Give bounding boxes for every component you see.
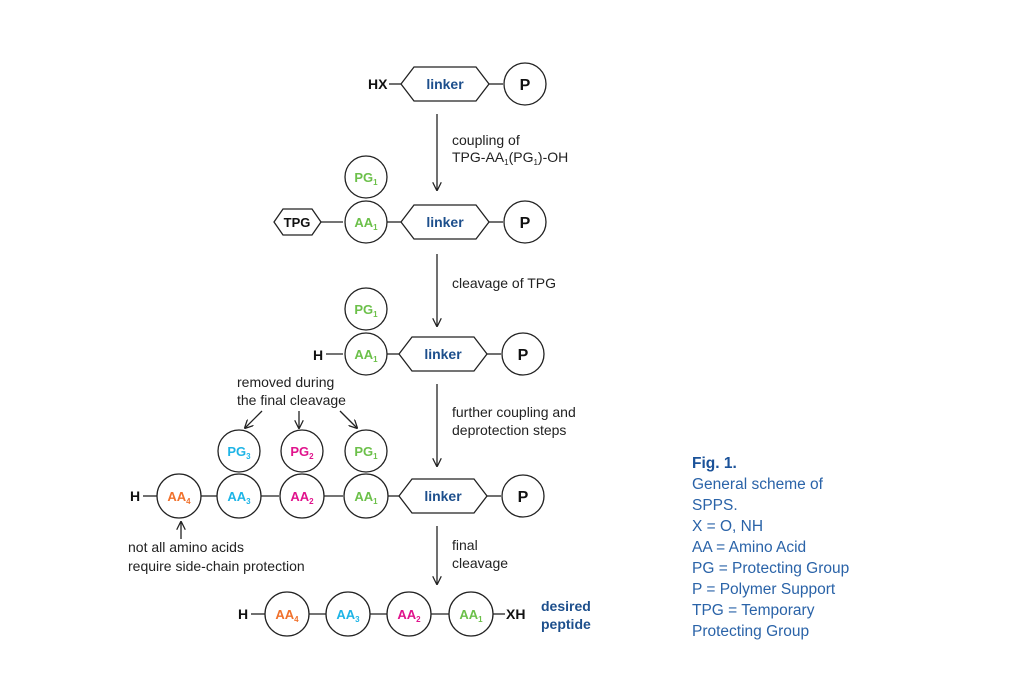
- note-removed-line1: removed during: [237, 374, 334, 390]
- desired-peptide-line2: peptide: [541, 616, 591, 632]
- polymer-support-label: P: [520, 215, 531, 232]
- row-h-aa1-resin: H PG1 AA1 linker P: [313, 287, 545, 376]
- pg2-circle: [280, 429, 324, 473]
- step-coupling-line1: coupling of: [452, 132, 520, 148]
- step-cleavage-tpg: cleavage of TPG: [452, 275, 556, 291]
- row-desired-peptide: H AA4 AA3 AA2 AA1 XH: [238, 591, 525, 637]
- caption-title: Fig. 1.: [692, 455, 737, 472]
- h-label: H: [238, 606, 248, 622]
- polymer-support-circle: [503, 62, 547, 106]
- pg1-label: PG1: [354, 444, 378, 461]
- polymer-support-label: P: [518, 347, 529, 364]
- caption-line: TPG = Temporary: [692, 602, 815, 619]
- desired-peptide-line1: desired: [541, 598, 591, 614]
- aa3-label: AA3: [336, 607, 360, 624]
- linker-label: linker: [426, 76, 464, 92]
- aa1-label: AA1: [354, 347, 378, 364]
- aa2-label: AA2: [397, 607, 421, 624]
- tpg-label: TPG: [284, 215, 311, 230]
- caption-line: P = Polymer Support: [692, 581, 836, 598]
- note-notall-line1: not all amino acids: [128, 539, 244, 555]
- row-tpg-aa1-resin: TPG PG1 AA1 linker P: [273, 155, 547, 244]
- hx-label: HX: [368, 76, 388, 92]
- row-full-protected-peptide: H AA4 PG3 AA3 PG2 AA2 PG1 AA1 linker: [130, 429, 545, 519]
- pg1-circle: [344, 287, 388, 331]
- caption-line: Protecting Group: [692, 623, 810, 640]
- step-further-line2: deprotection steps: [452, 422, 566, 438]
- row-start-resin: HX linker P: [368, 62, 547, 106]
- pg1-label: PG1: [354, 302, 378, 319]
- h-label: H: [313, 347, 323, 363]
- pg3-label: PG3: [227, 444, 251, 461]
- pg3-circle: [217, 429, 261, 473]
- caption-line: X = O, NH: [692, 518, 764, 535]
- pg1-circle: [344, 155, 388, 199]
- arrow-removed-pg1: [339, 410, 357, 428]
- step-further-line1: further coupling and: [452, 404, 576, 420]
- polymer-support-circle: [501, 474, 545, 518]
- aa1-label: AA1: [459, 607, 483, 624]
- step-final-line2: cleavage: [452, 555, 508, 571]
- caption-line: General scheme of: [692, 476, 823, 493]
- h-label: H: [130, 488, 140, 504]
- note-removed-line2: the final cleavage: [237, 392, 346, 408]
- polymer-support-circle: [501, 332, 545, 376]
- polymer-support-label: P: [518, 489, 529, 506]
- polymer-support-label: P: [520, 77, 531, 94]
- arrow-removed-pg3: [245, 410, 263, 428]
- pg1-circle: [344, 429, 388, 473]
- aa1-label: AA1: [354, 215, 378, 232]
- figure-caption: Fig. 1. General scheme of SPPS. X = O, N…: [692, 453, 992, 642]
- aa3-label: AA3: [227, 489, 251, 506]
- step-final-line1: final: [452, 537, 478, 553]
- linker-label: linker: [424, 346, 462, 362]
- caption-line: PG = Protecting Group: [692, 560, 850, 577]
- aa2-label: AA2: [290, 489, 314, 506]
- caption-line: AA = Amino Acid: [692, 539, 807, 556]
- linker-label: linker: [424, 488, 462, 504]
- xh-label: XH: [506, 606, 525, 622]
- caption-line: SPPS.: [692, 497, 738, 514]
- pg1-label: PG1: [354, 170, 378, 187]
- pg2-label: PG2: [290, 444, 314, 461]
- note-notall-line2: require side-chain protection: [128, 558, 305, 574]
- aa1-label: AA1: [354, 489, 378, 506]
- polymer-support-circle: [503, 200, 547, 244]
- linker-label: linker: [426, 214, 464, 230]
- aa4-label: AA4: [167, 489, 191, 506]
- aa4-label: AA4: [275, 607, 299, 624]
- step-coupling-line2: TPG-AA1(PG1)-OH: [452, 149, 568, 167]
